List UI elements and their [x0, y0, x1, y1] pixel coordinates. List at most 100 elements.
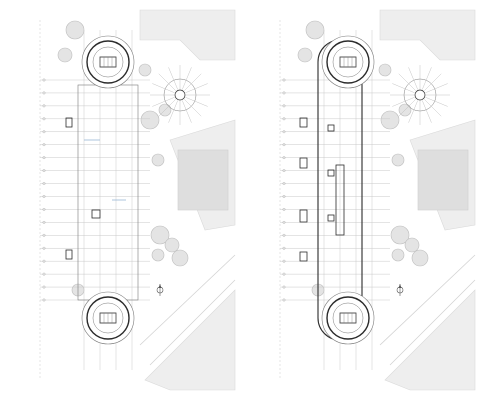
room-outline	[299, 251, 308, 262]
grid-bubble	[282, 298, 286, 302]
grid-bubble	[282, 130, 286, 134]
plan-left	[39, 9, 236, 391]
pavilion-spoke	[185, 83, 208, 93]
tree-icon	[390, 225, 410, 245]
context-block	[379, 9, 476, 61]
tree-icon	[151, 248, 165, 262]
context-road	[149, 279, 236, 366]
pavilion-spoke	[392, 97, 415, 107]
north-arrow-icon	[396, 284, 404, 296]
rotunda-wall	[326, 296, 370, 340]
pavilion-spoke	[152, 83, 175, 93]
grid-bubble	[42, 220, 46, 224]
grid-bubble	[282, 156, 286, 160]
grid-bubble	[282, 143, 286, 147]
tree-group	[57, 20, 189, 297]
grid-bubble	[42, 182, 46, 185]
tree-group	[297, 20, 429, 297]
grid-bubble	[282, 220, 286, 224]
interior-rooms	[65, 117, 126, 260]
tree-icon	[404, 237, 420, 253]
context-block	[384, 289, 476, 391]
rotunda-south	[321, 291, 375, 345]
room-outline	[299, 117, 308, 128]
grid-bubble	[282, 272, 286, 276]
tree-icon	[171, 249, 189, 267]
pavilion-spoke	[425, 97, 448, 107]
grid-bubble	[42, 233, 46, 237]
pavilion-spoke	[158, 73, 176, 91]
grid-bubble	[282, 182, 286, 185]
pavilion-spoke	[422, 67, 432, 90]
grid-bubble	[42, 156, 46, 160]
grid-bubble	[42, 298, 46, 302]
grid-bubble	[282, 117, 286, 121]
room-outline	[299, 209, 308, 223]
tree-icon	[391, 248, 405, 262]
grid-bubble	[282, 195, 286, 198]
context-road	[379, 254, 476, 346]
site-context	[379, 9, 476, 391]
pavilion-spoke	[398, 73, 416, 91]
room-outline	[299, 157, 308, 169]
rotunda-wall	[86, 296, 130, 340]
pavilion-spoke	[425, 83, 448, 93]
grid-bubble	[282, 91, 286, 95]
grid-bubble	[42, 259, 46, 263]
site-context	[139, 9, 236, 391]
pavilion-spoke	[424, 73, 442, 91]
rotunda-north	[81, 35, 135, 89]
context-building	[177, 149, 229, 211]
radial-pavilion	[150, 65, 210, 125]
tree-icon	[65, 20, 85, 40]
context-road	[389, 279, 476, 366]
context-building	[417, 149, 469, 211]
pavilion-spoke	[408, 100, 418, 123]
grid-bubble	[42, 143, 46, 147]
rotunda-ring	[92, 46, 124, 78]
rotunda-wall	[86, 40, 130, 84]
pavilion-core	[174, 89, 186, 101]
pavilion-spoke	[185, 97, 208, 107]
grid-bubble	[42, 117, 46, 121]
context-block	[139, 9, 236, 61]
pavilion-spoke	[408, 67, 418, 90]
rotunda-north	[321, 35, 375, 89]
tree-icon	[391, 153, 405, 167]
pavilion-spoke	[168, 100, 178, 123]
pavilion-spoke	[424, 99, 442, 117]
pavilion-spoke	[152, 97, 175, 107]
tree-icon	[411, 249, 429, 267]
pavilion-spoke	[184, 73, 202, 91]
grid-bubble	[42, 208, 46, 211]
plan-right	[279, 9, 476, 391]
grid-bubble	[282, 259, 286, 263]
grid-bubble	[42, 104, 46, 108]
grid-bubble	[282, 78, 286, 82]
grid-bubble	[42, 195, 46, 198]
tree-icon	[138, 63, 152, 77]
pavilion-core	[414, 89, 426, 101]
grid-bubble	[42, 285, 46, 289]
grid-bubble	[42, 169, 46, 172]
interior-rooms	[299, 117, 345, 262]
pavilion-spoke	[398, 99, 416, 117]
pavilion-spoke	[184, 99, 202, 117]
rotunda-south	[81, 291, 135, 345]
grid-bubble	[42, 130, 46, 134]
rotunda-wall	[326, 40, 370, 84]
pavilion-spoke	[392, 83, 415, 93]
grid-bubble	[42, 91, 46, 95]
grid-bubble	[282, 285, 286, 289]
context-road	[139, 254, 236, 346]
tree-icon	[380, 110, 400, 130]
pavilion-spoke	[422, 100, 432, 123]
rotunda-ring	[92, 302, 124, 334]
pavilion-spoke	[168, 67, 178, 90]
grid-bubble	[282, 233, 286, 237]
pavilion-spoke	[182, 67, 192, 90]
room-outline	[327, 169, 335, 177]
pavilion-spoke	[182, 100, 192, 123]
grid-bubble	[282, 208, 286, 211]
grid-bubble	[282, 246, 286, 250]
